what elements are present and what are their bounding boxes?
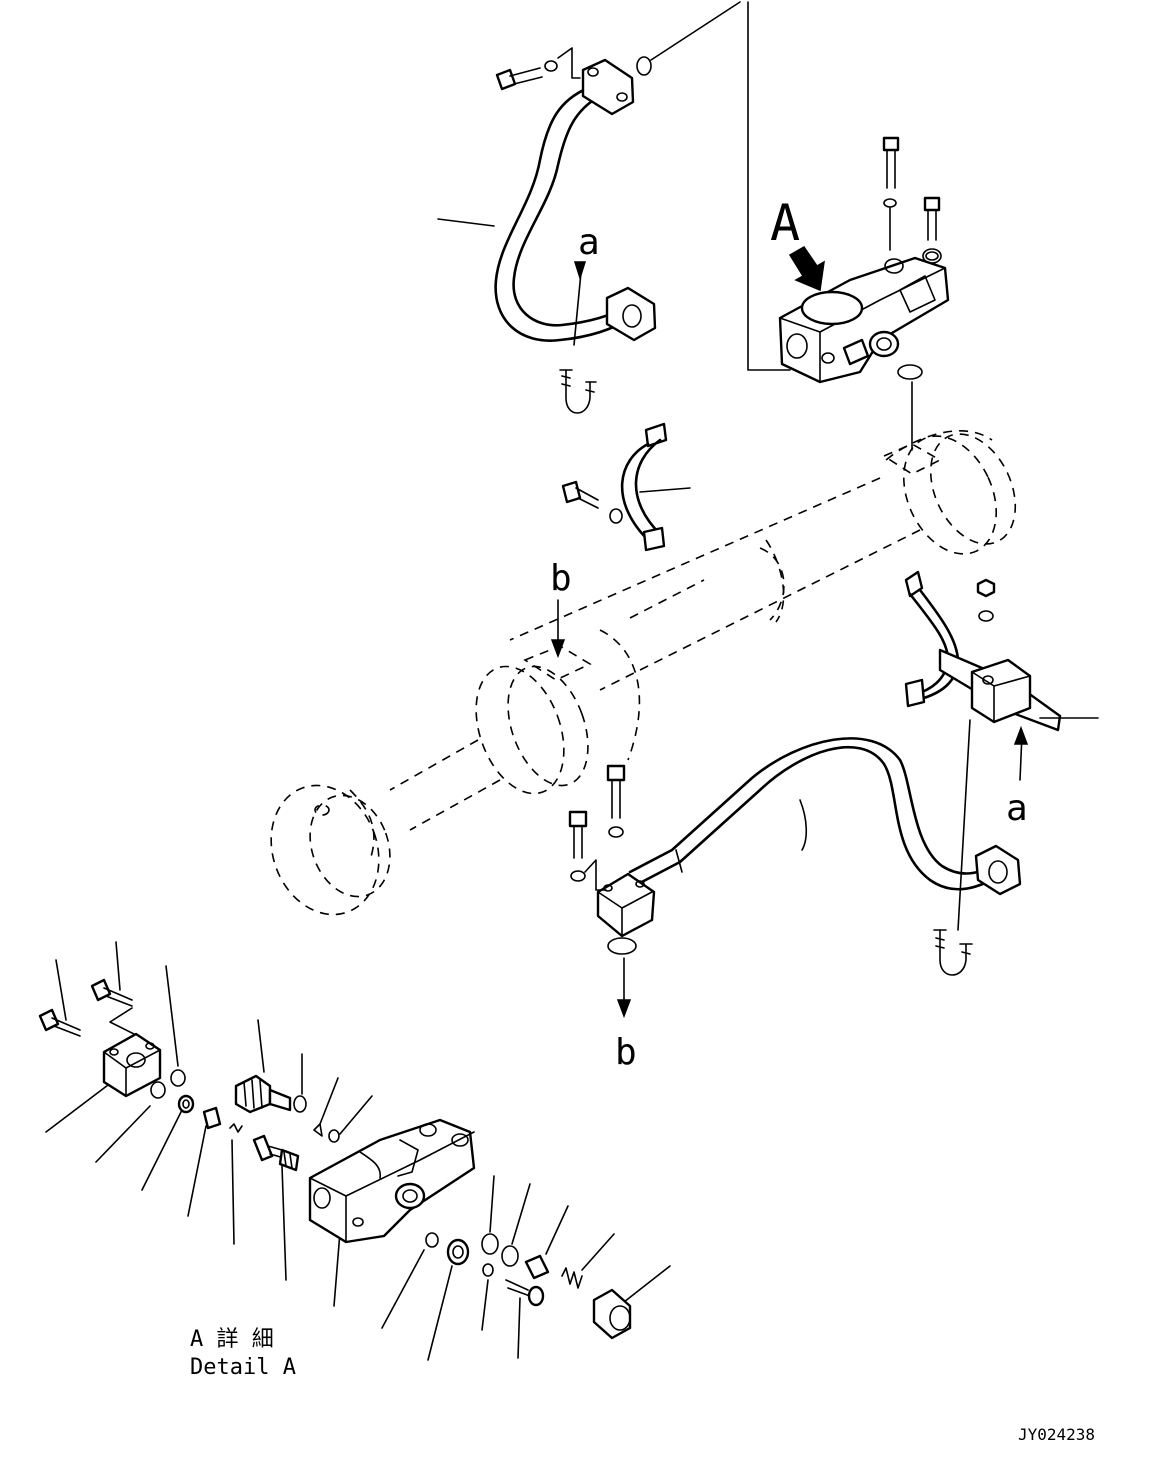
lower-flange (605, 286, 657, 342)
ref-label-b: b (550, 558, 572, 659)
o-ring (897, 364, 923, 380)
washer (609, 508, 623, 524)
bolt (561, 480, 599, 509)
spring (229, 1123, 243, 1133)
svg-text:b: b (615, 1032, 637, 1073)
washer (925, 251, 939, 261)
hose-symbol (559, 369, 597, 414)
plug (524, 1254, 550, 1280)
bolt (568, 810, 588, 859)
ref-label-a-lower: a (1006, 725, 1029, 829)
svg-text:a: a (1006, 788, 1028, 829)
o-ring (150, 1081, 166, 1099)
washer (482, 1263, 494, 1277)
lower-tube (596, 737, 1022, 938)
arrow-icon (788, 246, 825, 292)
bolt (882, 136, 900, 189)
o-ring (501, 1245, 519, 1267)
o-ring (328, 1129, 340, 1143)
leader-line (747, 1, 791, 371)
valve-spool (252, 1134, 300, 1172)
washer (608, 826, 624, 838)
svg-text:A 詳 細: A 詳 細 (190, 1327, 274, 1352)
clamp-band (620, 422, 691, 552)
drawing-id: JY024238 (1018, 1425, 1095, 1444)
hose-symbol (933, 929, 973, 976)
sleeve (202, 1106, 222, 1130)
cap (592, 1288, 632, 1340)
o-ring (481, 1233, 499, 1255)
bolt (923, 196, 941, 241)
svg-text:a: a (578, 222, 600, 263)
svg-text:Detail A: Detail A (190, 1355, 296, 1380)
plug (446, 1238, 470, 1266)
ref-label-b-bottom: b (615, 957, 637, 1073)
bolt (38, 1008, 81, 1037)
washer (883, 198, 897, 208)
backup-ring (313, 1123, 323, 1137)
spring (561, 1267, 583, 1289)
nut (976, 578, 996, 598)
o-ring (636, 56, 652, 76)
bolt (495, 67, 543, 91)
washer (570, 870, 586, 882)
o-ring (293, 1095, 307, 1113)
split-flange (102, 1032, 162, 1098)
ref-label-a: a (573, 222, 600, 346)
bolt (606, 764, 626, 819)
svg-text:A: A (770, 194, 800, 252)
valve-body-detail (308, 1118, 476, 1244)
pressure-sensor (234, 1074, 292, 1114)
svg-text:b: b (550, 558, 572, 599)
plug (177, 1094, 195, 1114)
washer (978, 610, 994, 622)
hydraulic-cylinder (270, 430, 1017, 916)
detail-a: A 詳 細 Detail A (38, 941, 671, 1380)
o-ring (607, 937, 637, 955)
split-flange (596, 872, 656, 938)
upper-flange (581, 58, 635, 116)
o-ring (425, 1232, 439, 1248)
washer (544, 60, 558, 72)
right-bracket (904, 570, 1099, 732)
bolt (90, 978, 133, 1007)
tube-flange-right (974, 844, 1022, 896)
upper-bent-tube (437, 1, 741, 414)
valve-view-a: A (770, 194, 950, 384)
o-ring (170, 1069, 186, 1087)
bolt (505, 1279, 545, 1307)
